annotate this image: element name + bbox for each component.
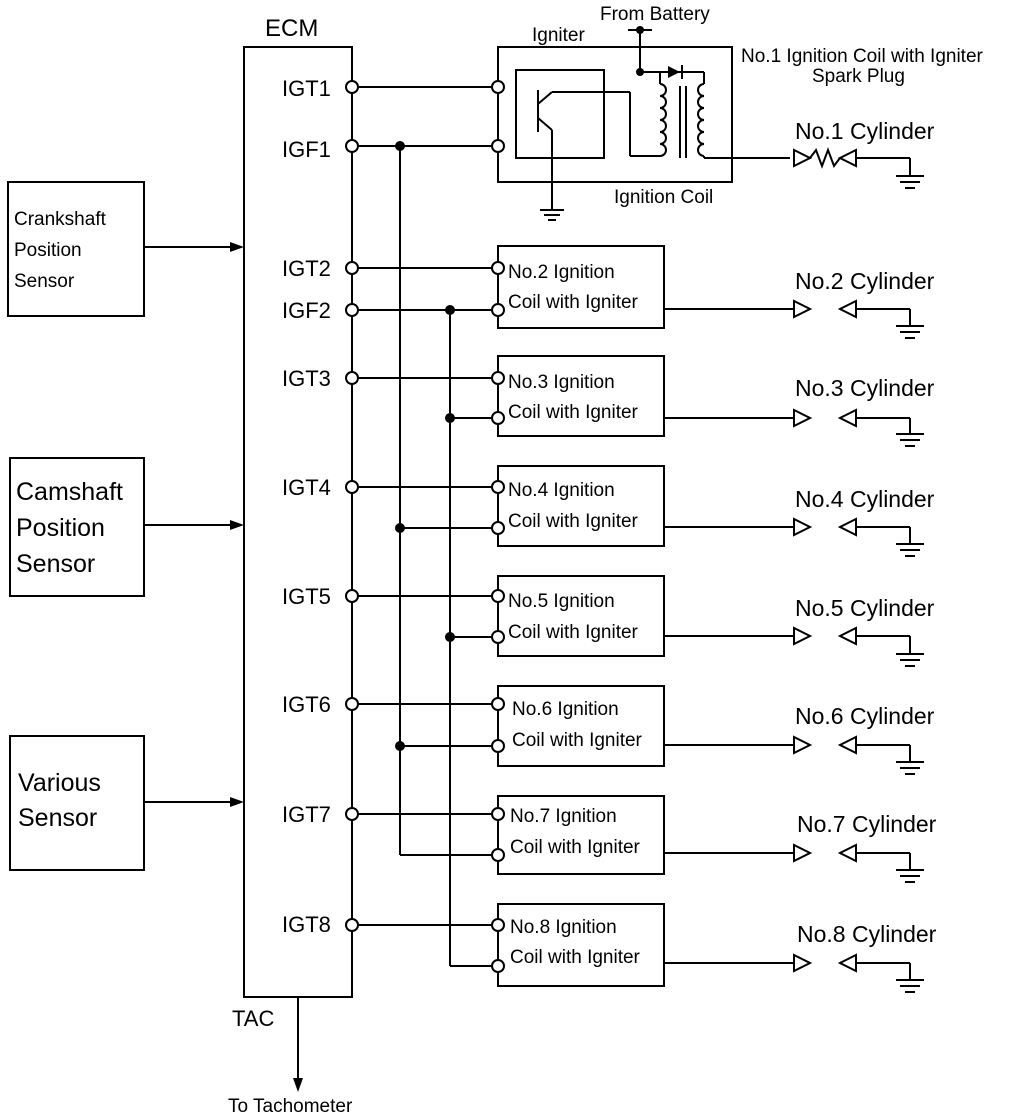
coil-label-line2: Coil with Igniter [508, 292, 639, 313]
coil1-title: No.1 Ignition Coil with Igniter [741, 46, 984, 67]
cylinder-label: No.8 Cylinder [797, 921, 937, 947]
coil-terminal [491, 918, 505, 932]
ecm-terminals [345, 80, 359, 932]
ecm-terminal-label: IGT7 [282, 802, 331, 827]
no6-ignition-coil: No.6 Ignition Coil with Igniter [491, 685, 794, 767]
coil-terminal [491, 371, 505, 385]
ecm-terminal-label: IGT3 [282, 366, 331, 391]
coil-label-line2: Coil with Igniter [508, 622, 639, 643]
coil-terminal [491, 959, 505, 973]
ecm-terminal-label: IGT6 [282, 692, 331, 717]
ecm-terminal-label: IGT5 [282, 584, 331, 609]
coil-terminal [491, 261, 505, 275]
tachometer-label: To Tachometer [228, 1096, 353, 1117]
coil-label-line1: No.6 Ignition [512, 699, 619, 720]
cylinder-label: No.5 Cylinder [795, 595, 935, 621]
ecm-terminal-label: IGF1 [282, 137, 331, 162]
spark-plug-label: Spark Plug [812, 66, 905, 87]
coil-terminal [491, 303, 505, 317]
igniter-label: Igniter [532, 25, 585, 46]
camshaft-position-sensor: Camshaft Position Sensor [9, 457, 244, 597]
sensor-label-line: Sensor [18, 804, 97, 832]
coil-terminal [491, 411, 505, 425]
cylinder-label: No.4 Cylinder [795, 486, 935, 512]
junction-dot [445, 305, 455, 315]
sensor-arrow [230, 797, 244, 807]
sensor-arrow [230, 520, 244, 530]
coil-label-line2: Coil with Igniter [512, 730, 643, 751]
cylinder-label: No.3 Cylinder [795, 375, 935, 401]
no4-spark-plug [793, 517, 924, 557]
coil-terminal [491, 807, 505, 821]
no4-ignition-coil: No.4 Ignition Coil with Igniter [491, 465, 794, 547]
sensor-label-line: Crankshaft [14, 209, 107, 230]
coil-terminal [491, 848, 505, 862]
ecm-terminal-label: IGT4 [282, 475, 331, 500]
sensor-label-line: Position [14, 240, 82, 261]
coil-label-line2: Coil with Igniter [508, 511, 639, 532]
coil-terminal [491, 480, 505, 494]
sensor-label-line: Position [16, 514, 105, 542]
coil-label-line1: No.5 Ignition [508, 591, 615, 612]
crankshaft-position-sensor: Crankshaft Position Sensor [7, 181, 244, 317]
cylinder-label: No.1 Cylinder [795, 118, 935, 144]
coil-terminal [491, 521, 505, 535]
ecm-terminal-label: IGF2 [282, 298, 331, 323]
no8-spark-plug [793, 953, 924, 993]
cylinder-label: No.6 Cylinder [795, 703, 935, 729]
battery-label: From Battery [600, 4, 710, 25]
coil-label-line1: No.8 Ignition [510, 917, 617, 938]
junction-dot [445, 413, 455, 423]
no2-spark-plug [793, 299, 924, 339]
sensor-arrow [230, 242, 244, 252]
ecm-box [243, 46, 353, 998]
junction-dot [395, 141, 405, 151]
cylinder-label: No.2 Cylinder [795, 268, 935, 294]
coil-terminal [491, 739, 505, 753]
ecm-terminal-label: IGT1 [282, 76, 331, 101]
junction-dot [395, 523, 405, 533]
no3-ignition-coil: No.3 Ignition Coil with Igniter [491, 355, 794, 437]
sensor-label-line: Sensor [16, 550, 95, 578]
no7-spark-plug [793, 843, 924, 883]
no7-ignition-coil: No.7 Ignition Coil with Igniter [491, 795, 794, 875]
coil-terminal [491, 589, 505, 603]
tac-arrow [293, 1078, 303, 1092]
ecm-terminal-label: IGT2 [282, 256, 331, 281]
coil-label-line1: No.2 Ignition [508, 262, 615, 283]
various-sensor: Various Sensor [9, 735, 244, 871]
no2-ignition-coil: No.2 Ignition Coil with Igniter [491, 245, 794, 329]
no5-spark-plug [793, 626, 924, 667]
sensor-label-line: Camshaft [16, 478, 123, 506]
ecm-terminal-label: IGT8 [282, 912, 331, 937]
coil-terminal [491, 697, 505, 711]
coil-label-line2: Coil with Igniter [508, 402, 639, 423]
no8-ignition-coil: No.8 Ignition Coil with Igniter [491, 903, 794, 987]
coil-label-line1: No.4 Ignition [508, 480, 615, 501]
coil-label-line2: Coil with Igniter [510, 947, 641, 968]
coil-label-line1: No.7 Ignition [510, 806, 617, 827]
tac-label: TAC [232, 1006, 274, 1031]
igt-wiring [358, 86, 492, 926]
no6-spark-plug [793, 735, 924, 775]
no1-ignition-coil-with-igniter: Igniter From Battery No.1 Ignition Coil … [497, 4, 984, 221]
coil-label-line2: Coil with Igniter [510, 837, 641, 858]
coil-terminal [491, 630, 505, 644]
junction-dot [445, 632, 455, 642]
cylinder-label: No.7 Cylinder [797, 811, 937, 837]
coil-terminal [491, 80, 505, 94]
no5-ignition-coil: No.5 Ignition Coil with Igniter [491, 575, 794, 657]
sensor-label-line: Sensor [14, 271, 75, 292]
junction-dot [395, 741, 405, 751]
coil-label-line1: No.3 Ignition [508, 372, 615, 393]
ignition-coil-label: Ignition Coil [614, 187, 713, 208]
no3-spark-plug [793, 408, 924, 447]
no1-spark-plug [793, 147, 924, 189]
sensor-label-line: Various [18, 769, 101, 797]
coil-terminal [491, 139, 505, 153]
ecm-label: ECM [265, 15, 318, 42]
